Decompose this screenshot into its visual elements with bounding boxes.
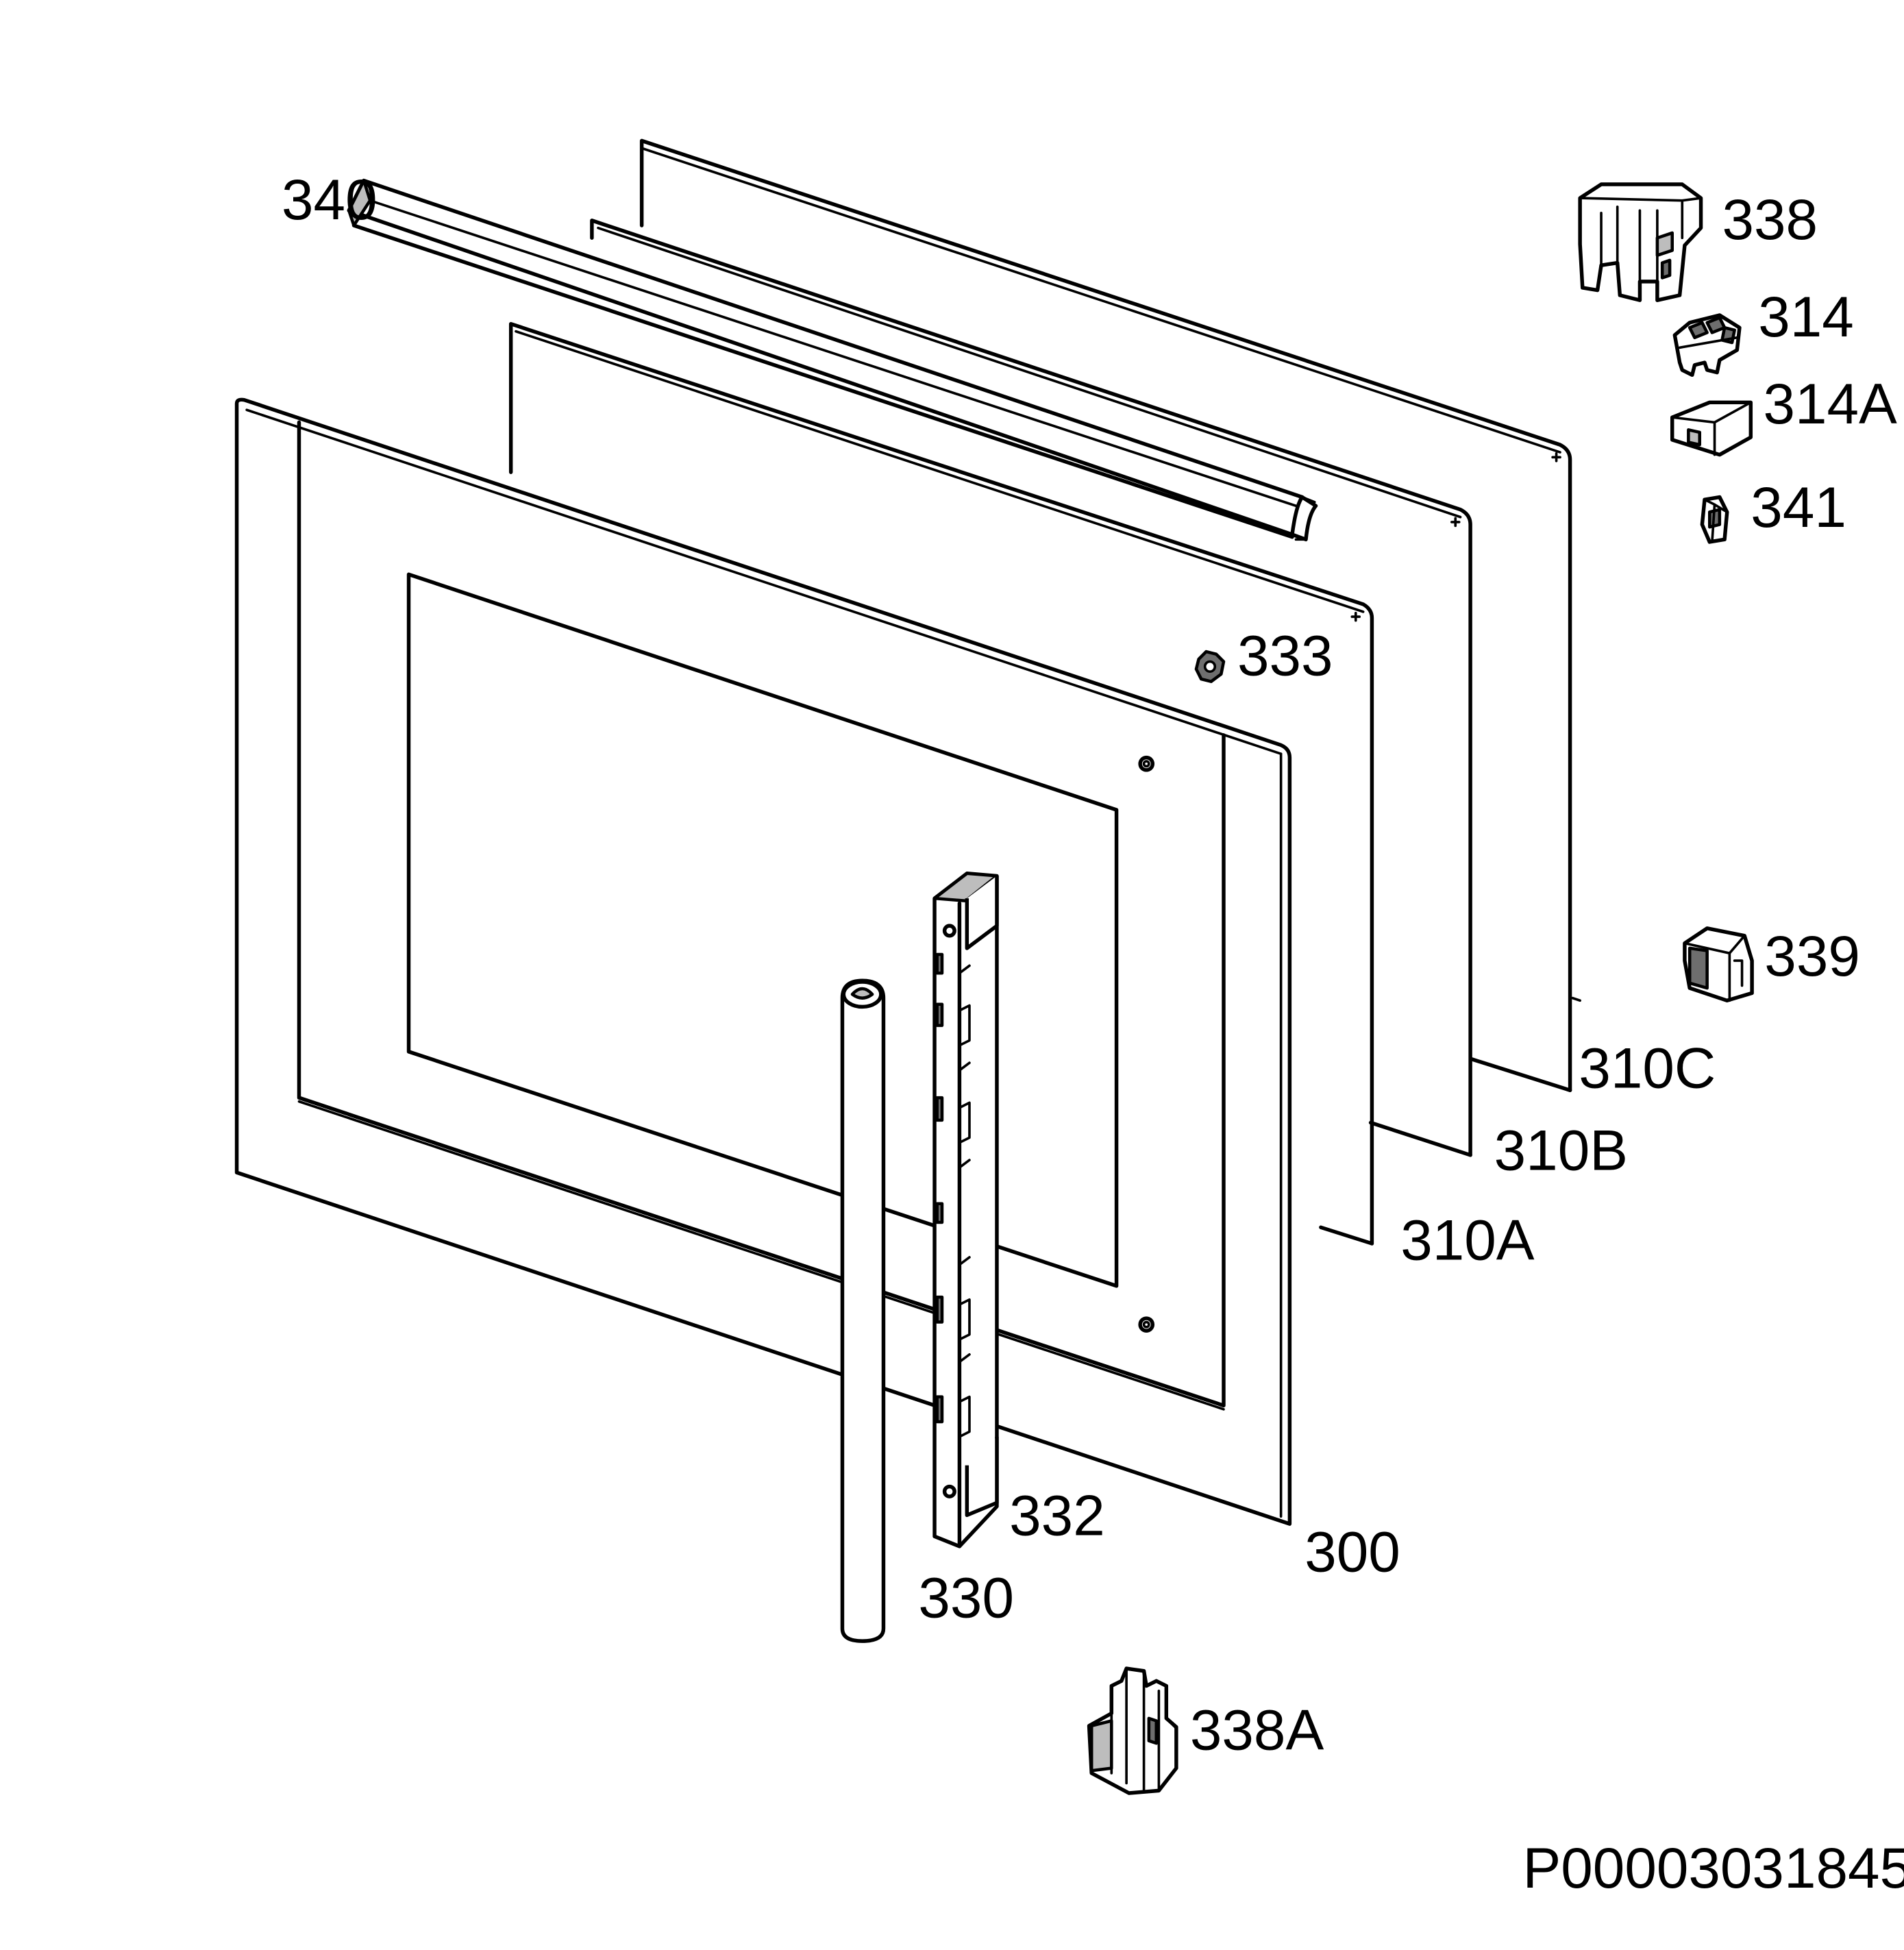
label-314: 314: [1758, 284, 1854, 349]
outer-door-glass-300[interactable]: [234, 397, 1292, 1526]
glass-panel-310b[interactable]: [590, 219, 1472, 1157]
block-339[interactable]: [1683, 926, 1754, 1003]
label-341: 341: [1751, 475, 1846, 539]
spring-clip-341[interactable]: [1700, 495, 1729, 544]
clip-314[interactable]: [1672, 313, 1742, 378]
label-330: 330: [918, 1566, 1014, 1630]
part-labels: 340 338 314 314A 341 333 339 310C 310B 3…: [282, 167, 1897, 1762]
top-profile-340[interactable]: [347, 178, 1318, 542]
label-310b: 310B: [1494, 1118, 1628, 1183]
label-338a: 338A: [1190, 1697, 1324, 1762]
block-314a[interactable]: [1670, 400, 1753, 457]
handle-tube-330[interactable]: [840, 978, 886, 1643]
end-cap-338a[interactable]: [1087, 1666, 1178, 1795]
glass-panel-310c[interactable]: [639, 138, 1581, 1092]
end-cap-338[interactable]: [1578, 182, 1703, 302]
label-310a: 310A: [1400, 1208, 1535, 1272]
label-338: 338: [1722, 187, 1818, 251]
label-339: 339: [1764, 924, 1860, 988]
label-314a: 314A: [1763, 371, 1897, 436]
label-340: 340: [282, 167, 378, 232]
diagram-code: P00003031845: [1522, 1836, 1904, 1900]
label-300: 300: [1305, 1519, 1400, 1583]
label-332: 332: [1009, 1483, 1105, 1548]
label-333: 333: [1237, 624, 1333, 688]
glass-panel-310a[interactable]: [508, 321, 1374, 1246]
label-310c: 310C: [1579, 1036, 1716, 1100]
handle-bracket-332[interactable]: [932, 872, 999, 1548]
washer-333[interactable]: [1194, 650, 1226, 683]
